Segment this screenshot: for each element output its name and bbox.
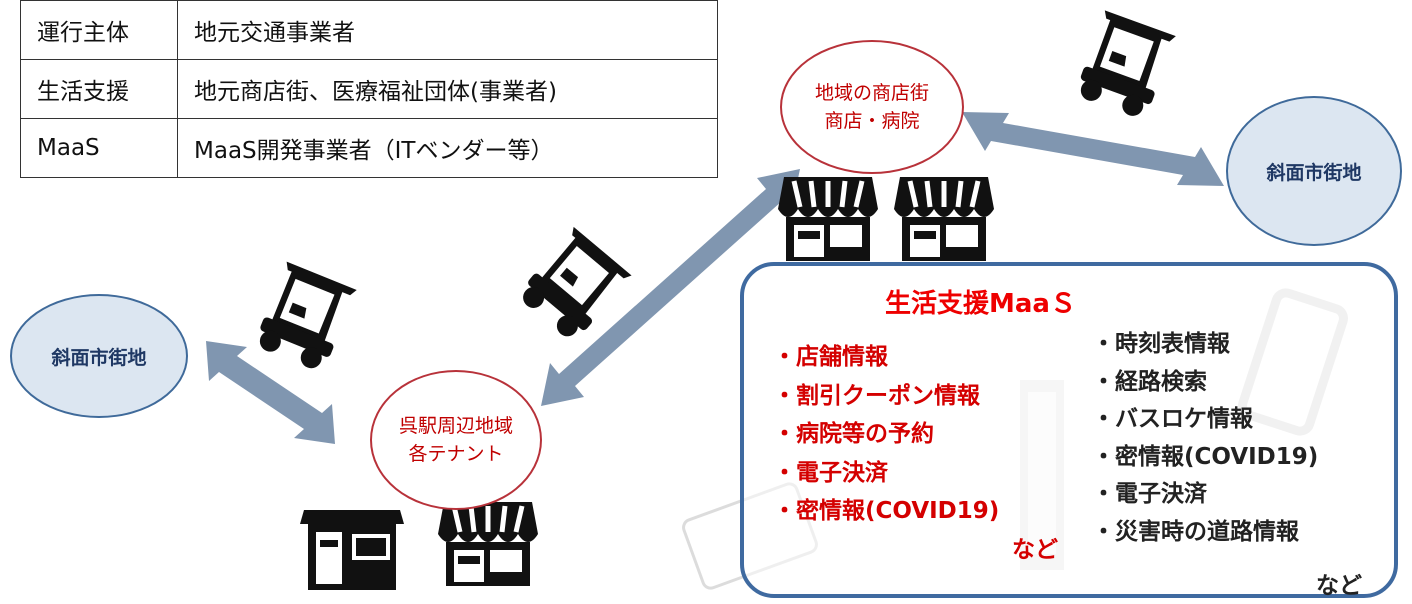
- hub-label-line2: 商店・病院: [824, 110, 920, 132]
- list-item: ・密情報(COVID19): [1092, 443, 1319, 470]
- double-arrow-right: [962, 112, 1224, 186]
- maas-services-panel: [740, 262, 1398, 598]
- maas-title: 生活支援MaaＳ: [885, 289, 1076, 319]
- table-row: 運行主体 地元交通事業者: [20, 0, 718, 60]
- shop-services-list: ・店舗情報 ・割引クーポン情報 ・病院等の予約 ・電子決済 ・密情報(COVID…: [773, 338, 999, 531]
- role-cell: 運行主体: [20, 0, 178, 60]
- list-item: ・電子決済: [1092, 481, 1207, 507]
- role-cell: 生活支援: [20, 59, 178, 119]
- entity-cell: 地元商店街、医療福祉団体(事業者): [177, 59, 718, 119]
- golf-cart-icon: [1073, 10, 1176, 122]
- closed-shop-icon: [300, 510, 404, 590]
- local-shops-hub-node: 地域の商店街 商店・病院: [780, 40, 964, 174]
- shop-icon: [438, 502, 538, 586]
- entity-cell: 地元交通事業者: [177, 0, 718, 60]
- list-item: ・災害時の道路情報: [1092, 518, 1299, 545]
- slope-area-right-node: 斜面市街地: [1226, 96, 1402, 246]
- table-row: MaaS MaaS開発事業者（ITベンダー等）: [20, 118, 718, 178]
- hub-label-line1: 地域の商店街: [814, 82, 929, 104]
- operators-table: 運行主体 地元交通事業者 生活支援 地元商店街、医療福祉団体(事業者) MaaS…: [20, 0, 718, 178]
- slope-area-left-node: 斜面市街地: [10, 294, 188, 418]
- double-arrow-left: [206, 341, 335, 444]
- entity-cell: MaaS開発事業者（ITベンダー等）: [177, 118, 718, 178]
- mobility-services-list: ・時刻表情報 ・経路検索 ・バスロケ情報 ・密情報(COVID19) ・電子決済…: [1092, 326, 1318, 551]
- table-row: 生活支援 地元商店街、医療福祉団体(事業者): [20, 59, 718, 119]
- list-item: ・電子決済: [773, 459, 888, 486]
- hub-label-line2: 各テナント: [408, 443, 504, 465]
- list-item: ・経路検索: [1092, 368, 1207, 395]
- list-item: ・バスロケ情報: [1092, 406, 1253, 432]
- list-item: ・密情報(COVID19): [773, 498, 1000, 524]
- list-item: ・病院等の予約: [773, 421, 934, 447]
- shop-icon: [778, 177, 878, 261]
- golf-cart-icon: [252, 261, 357, 374]
- kure-station-hub-node: 呉駅周辺地域 各テナント: [370, 370, 542, 510]
- shop-services-etc: など: [1012, 537, 1058, 563]
- double-arrow-middle: [541, 169, 800, 406]
- hub-label-line1: 呉駅周辺地域: [398, 415, 513, 437]
- role-cell: MaaS: [20, 118, 178, 178]
- mobility-services-etc: など: [1316, 573, 1362, 599]
- list-item: ・店舗情報: [773, 344, 888, 370]
- node-label: 斜面市街地: [51, 346, 147, 369]
- list-item: ・割引クーポン情報: [773, 382, 980, 409]
- shop-icon: [894, 177, 994, 261]
- node-label: 斜面市街地: [1266, 161, 1362, 184]
- list-item: ・時刻表情報: [1092, 331, 1230, 357]
